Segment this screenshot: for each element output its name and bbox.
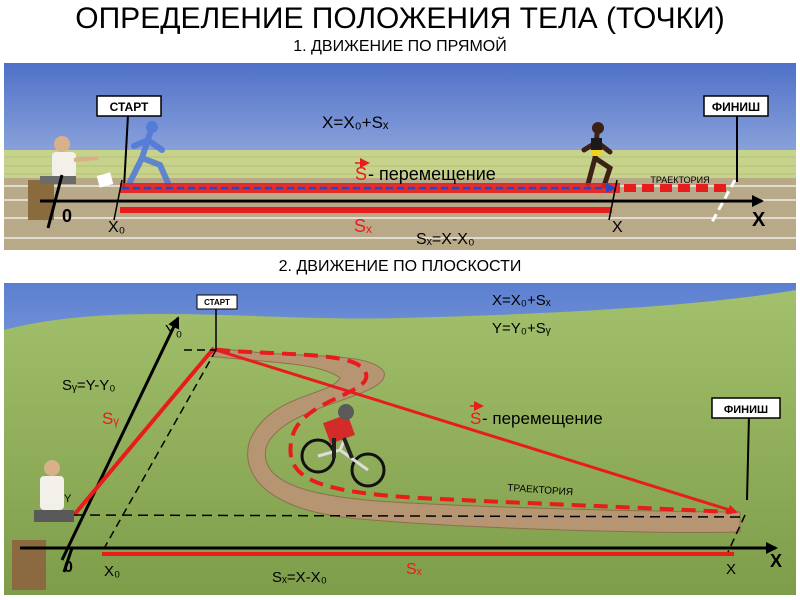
start-sign-label-1: СТАРТ (110, 100, 149, 114)
trajectory-curve-2 (215, 348, 731, 514)
vector-s-label-2: S (470, 409, 481, 428)
sy-bar-2 (72, 346, 216, 517)
sx-label-1: Sₓ (354, 216, 372, 236)
x0-label-2: X₀ (104, 563, 120, 580)
section2-heading: 2. ДВИЖЕНИЕ ПО ПЛОСКОСТИ (278, 258, 522, 275)
section2-scene: ТРАЕКТОРИЯ СТАРТ ФИНИШ X=X₀+Sₓ Y=Y₀+Sᵧ Y… (4, 283, 796, 595)
sx-formula-2: Sₓ=X-X₀ (272, 569, 327, 586)
trajectory-label-1: ТРАЕКТОРИЯ (650, 175, 709, 185)
finish-sign-2 (711, 397, 781, 419)
start-sign-label-2: СТАРТ (204, 298, 230, 307)
displacement-label-2: - перемещение (482, 409, 603, 428)
winding-path (206, 347, 741, 533)
page-title: ОПРЕДЕЛЕНИЕ ПОЛОЖЕНИЯ ТЕЛА (ТОЧКИ) (75, 2, 725, 35)
sy-label-2: Sᵧ (102, 409, 119, 428)
x-axis-label-2: X (770, 551, 782, 571)
sy-formula-2: Sᵧ=Y-Y₀ (62, 377, 115, 394)
section1-heading: 1. ДВИЖЕНИЕ ПО ПРЯМОЙ (293, 38, 507, 55)
finish-sign-label-2: ФИНИШ (724, 404, 768, 416)
start-sign-2 (196, 294, 238, 310)
x-label-1: X (612, 219, 623, 236)
displacement-label-1: - перемещение (368, 164, 496, 184)
displacement-vector-2 (215, 348, 738, 515)
y-axis-2 (60, 316, 180, 561)
finish-sign-1 (703, 95, 769, 117)
formula-x-2: X=X₀+Sₓ (492, 292, 551, 309)
y-label-2: Y (64, 493, 72, 505)
sx-label-2: Sₓ (406, 561, 423, 578)
origin-label-1: 0 (62, 206, 72, 226)
vector-s-label-1: S (355, 164, 367, 184)
start-sign-1 (96, 95, 162, 117)
formula-y-2: Y=Y₀+Sᵧ (492, 320, 551, 337)
finish-sign-label-1: ФИНИШ (712, 100, 760, 114)
section1-scene: СТАРТ ФИНИШ ТРАЕКТОРИЯ 0 X₀ X X Sₓ Sₓ=X-… (4, 63, 796, 250)
y0-label-2: Y₀ (165, 323, 182, 340)
runner (581, 122, 613, 189)
runner-ghost (127, 121, 171, 186)
x-axis-label-1: X (752, 209, 766, 231)
trajectory-label-2: ТРАЕКТОРИЯ (507, 483, 573, 499)
formula-x-1: X=X₀+Sₓ (322, 113, 389, 132)
x-label-2: X (726, 561, 736, 578)
origin-label-2: 0 (64, 559, 73, 576)
cyclist (300, 404, 386, 488)
sx-formula-1: Sₓ=X-X₀ (416, 231, 475, 248)
x0-label-1: X₀ (108, 219, 125, 236)
